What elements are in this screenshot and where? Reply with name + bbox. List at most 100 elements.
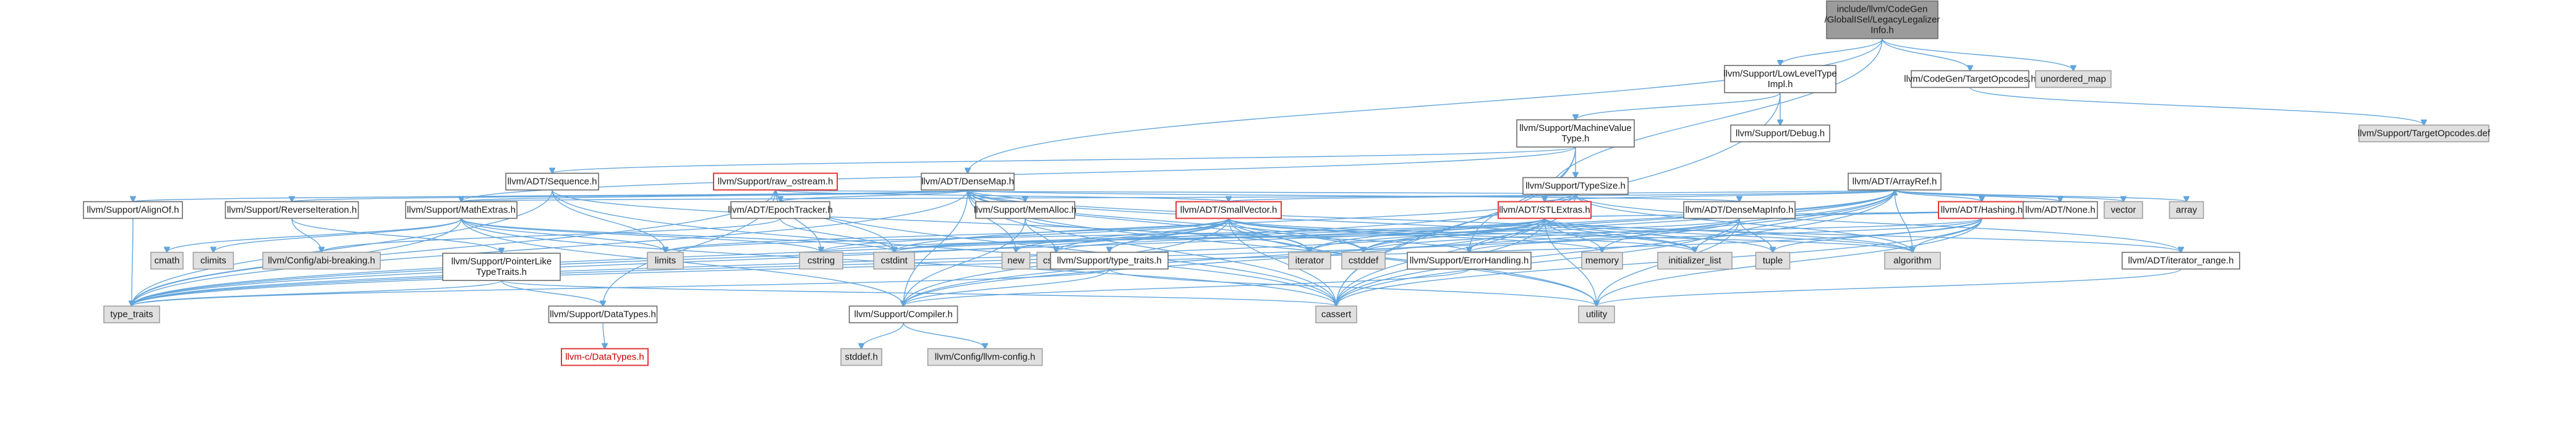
node-smallvector-box [1175,201,1282,219]
edge-pointerlike-to-cassert [501,280,1336,306]
node-new-label: new [1007,256,1025,266]
node-hashing[interactable]: llvm/ADT/Hashing.h [1938,201,2026,219]
node-compiler-label: llvm/Support/Compiler.h [854,309,952,320]
node-llt-label: Impl.h [1768,79,1793,90]
node-cdatatypes[interactable]: llvm-c/DataTypes.h [561,348,649,366]
node-densemap-box [921,172,1015,191]
node-root-box [1826,0,1938,40]
edge-typetraitsllvm-to-utility [1109,268,1597,306]
node-algorithm: algorithm [1884,251,1941,270]
node-targetopc[interactable]: llvm/CodeGen/TargetOpcodes.h [1904,70,2036,88]
edge-densemap-to-epochtracker [780,189,968,202]
edge-mvt-to-sequence [552,146,1576,174]
node-tuple: tuple [1755,251,1791,270]
edge-root-to-llt [1780,38,1883,66]
node-typesize-label: llvm/Support/TypeSize.h [1525,181,1626,191]
node-unordered_map: unordered_map [2035,70,2112,88]
edge-epochtracker-to-abibreaking [322,217,781,253]
node-utility-box [1578,305,1615,324]
node-llt-label: llvm/Support/LowLevelType [1723,69,1836,79]
node-errorhandling[interactable]: llvm/Support/ErrorHandling.h [1407,251,1532,270]
node-reverseiter[interactable]: llvm/Support/ReverseIteration.h [224,201,359,219]
node-stlextras-box [1498,201,1592,219]
node-root[interactable]: include/llvm/CodeGen/GlobalISel/LegacyLe… [1825,0,1940,40]
edge-mathextras-to-limits [461,218,665,253]
edge-stlextras-to-iterrange [1544,217,2181,253]
node-limits-label: limits [655,256,676,266]
edge-arrayref-to-stlextras [1545,189,1895,202]
node-debug-label: llvm/Support/Debug.h [1736,128,1825,139]
edge-densemap-to-mathextras [461,189,968,202]
node-stlextras[interactable]: llvm/ADT/STLExtras.h [1498,201,1592,219]
node-cstdint-box [873,251,915,270]
node-typetraitsllvm[interactable]: llvm/Support/type_traits.h [1050,251,1169,270]
node-iterrange[interactable]: llvm/ADT/iterator_range.h [2122,251,2240,270]
edge-mvt-to-mathextras [461,146,1576,202]
edge-smallvector-to-algorithm [1228,217,1913,253]
node-typesize-box [1522,177,1629,195]
edge-llt-to-mvt [1576,92,1781,120]
node-epochtracker[interactable]: llvm/ADT/EpochTracker.h [728,201,833,219]
node-compiler[interactable]: llvm/Support/Compiler.h [848,305,958,324]
node-memalloc[interactable]: llvm/Support/MemAlloc.h [974,201,1077,219]
node-typesize[interactable]: llvm/Support/TypeSize.h [1522,177,1629,195]
node-datatypes[interactable]: llvm/Support/DataTypes.h [548,305,658,324]
node-abibreaking-label: llvm/Config/abi-breaking.h [268,256,375,266]
node-llt-box [1724,65,1836,93]
node-sequence-label: llvm/ADT/Sequence.h [507,177,597,187]
node-sequence[interactable]: llvm/ADT/Sequence.h [505,172,599,191]
node-llvmconfig: llvm/Config/llvm-config.h [927,348,1043,366]
edge-arrayref-to-cassert [1336,190,1895,306]
edge-densemap-to-typetraits [132,190,968,306]
node-array-box [2169,201,2204,219]
node-rawostream[interactable]: llvm/Support/raw_ostream.h [713,172,838,191]
node-typetraits-box [103,305,160,324]
edge-epochtracker-to-cstdint [780,218,894,253]
node-typetraitsllvm-label: llvm/Support/type_traits.h [1057,256,1161,266]
node-densemapinfo[interactable]: llvm/ADT/DenseMapInfo.h [1683,201,1796,219]
node-arrayref[interactable]: llvm/ADT/ArrayRef.h [1848,172,1942,191]
edge-stlextras-to-cstdint [894,217,1545,253]
edge-alignof-to-typetraits [132,218,133,306]
edge-root-to-targetopc [1882,38,1970,71]
node-climits-box [192,251,234,270]
edge-root-to-densemap [968,38,1883,174]
node-alignof-box [83,201,183,219]
node-none[interactable]: llvm/ADT/None.h [2023,201,2098,219]
node-mathextras[interactable]: llvm/Support/MathExtras.h [405,201,518,219]
node-sequence-box [505,172,599,191]
edge-errorhandling-to-compiler [903,268,1470,306]
node-targetopc-box [1911,70,2029,88]
node-cassert: cassert [1315,305,1357,324]
node-root-label: /GlobalISel/LegacyLegalizer [1825,15,1940,25]
node-reverseiter-box [224,201,359,219]
node-densemap[interactable]: llvm/ADT/DenseMap.h [921,172,1015,191]
edge-sequence-to-cassert [552,190,1336,306]
node-mvt-box [1516,119,1635,148]
node-cstring-label: cstring [808,256,835,266]
node-root-label: Info.h [1870,25,1894,36]
node-cstring: cstring [799,251,843,270]
node-debug[interactable]: llvm/Support/Debug.h [1730,124,1830,143]
edge-hashing-to-errorhandling [1469,217,1982,253]
edge-sequence-to-limits [552,190,665,253]
node-pointerlike-label: TypeTraits.h [476,267,527,277]
node-errorhandling-box [1407,251,1532,270]
node-densemapinfo-box [1683,201,1796,219]
node-iterrange-label: llvm/ADT/iterator_range.h [2128,256,2234,266]
node-new-box [1001,251,1031,270]
node-alignof[interactable]: llvm/Support/AlignOf.h [83,201,183,219]
node-iterator: iterator [1288,251,1331,270]
node-typetraits-label: type_traits [110,309,153,320]
edge-sequence-to-iterator [552,190,1310,253]
edge-densemapinfo-to-typetraits [132,218,1740,306]
node-stddef-label: stddef.h [845,352,877,363]
node-limits-box [647,251,684,270]
node-new: new [1001,251,1031,270]
edge-hashing-to-cstring [821,217,1982,253]
node-smallvector[interactable]: llvm/ADT/SmallVector.h [1175,201,1282,219]
edge-root-to-unordered_map [1882,38,2073,71]
